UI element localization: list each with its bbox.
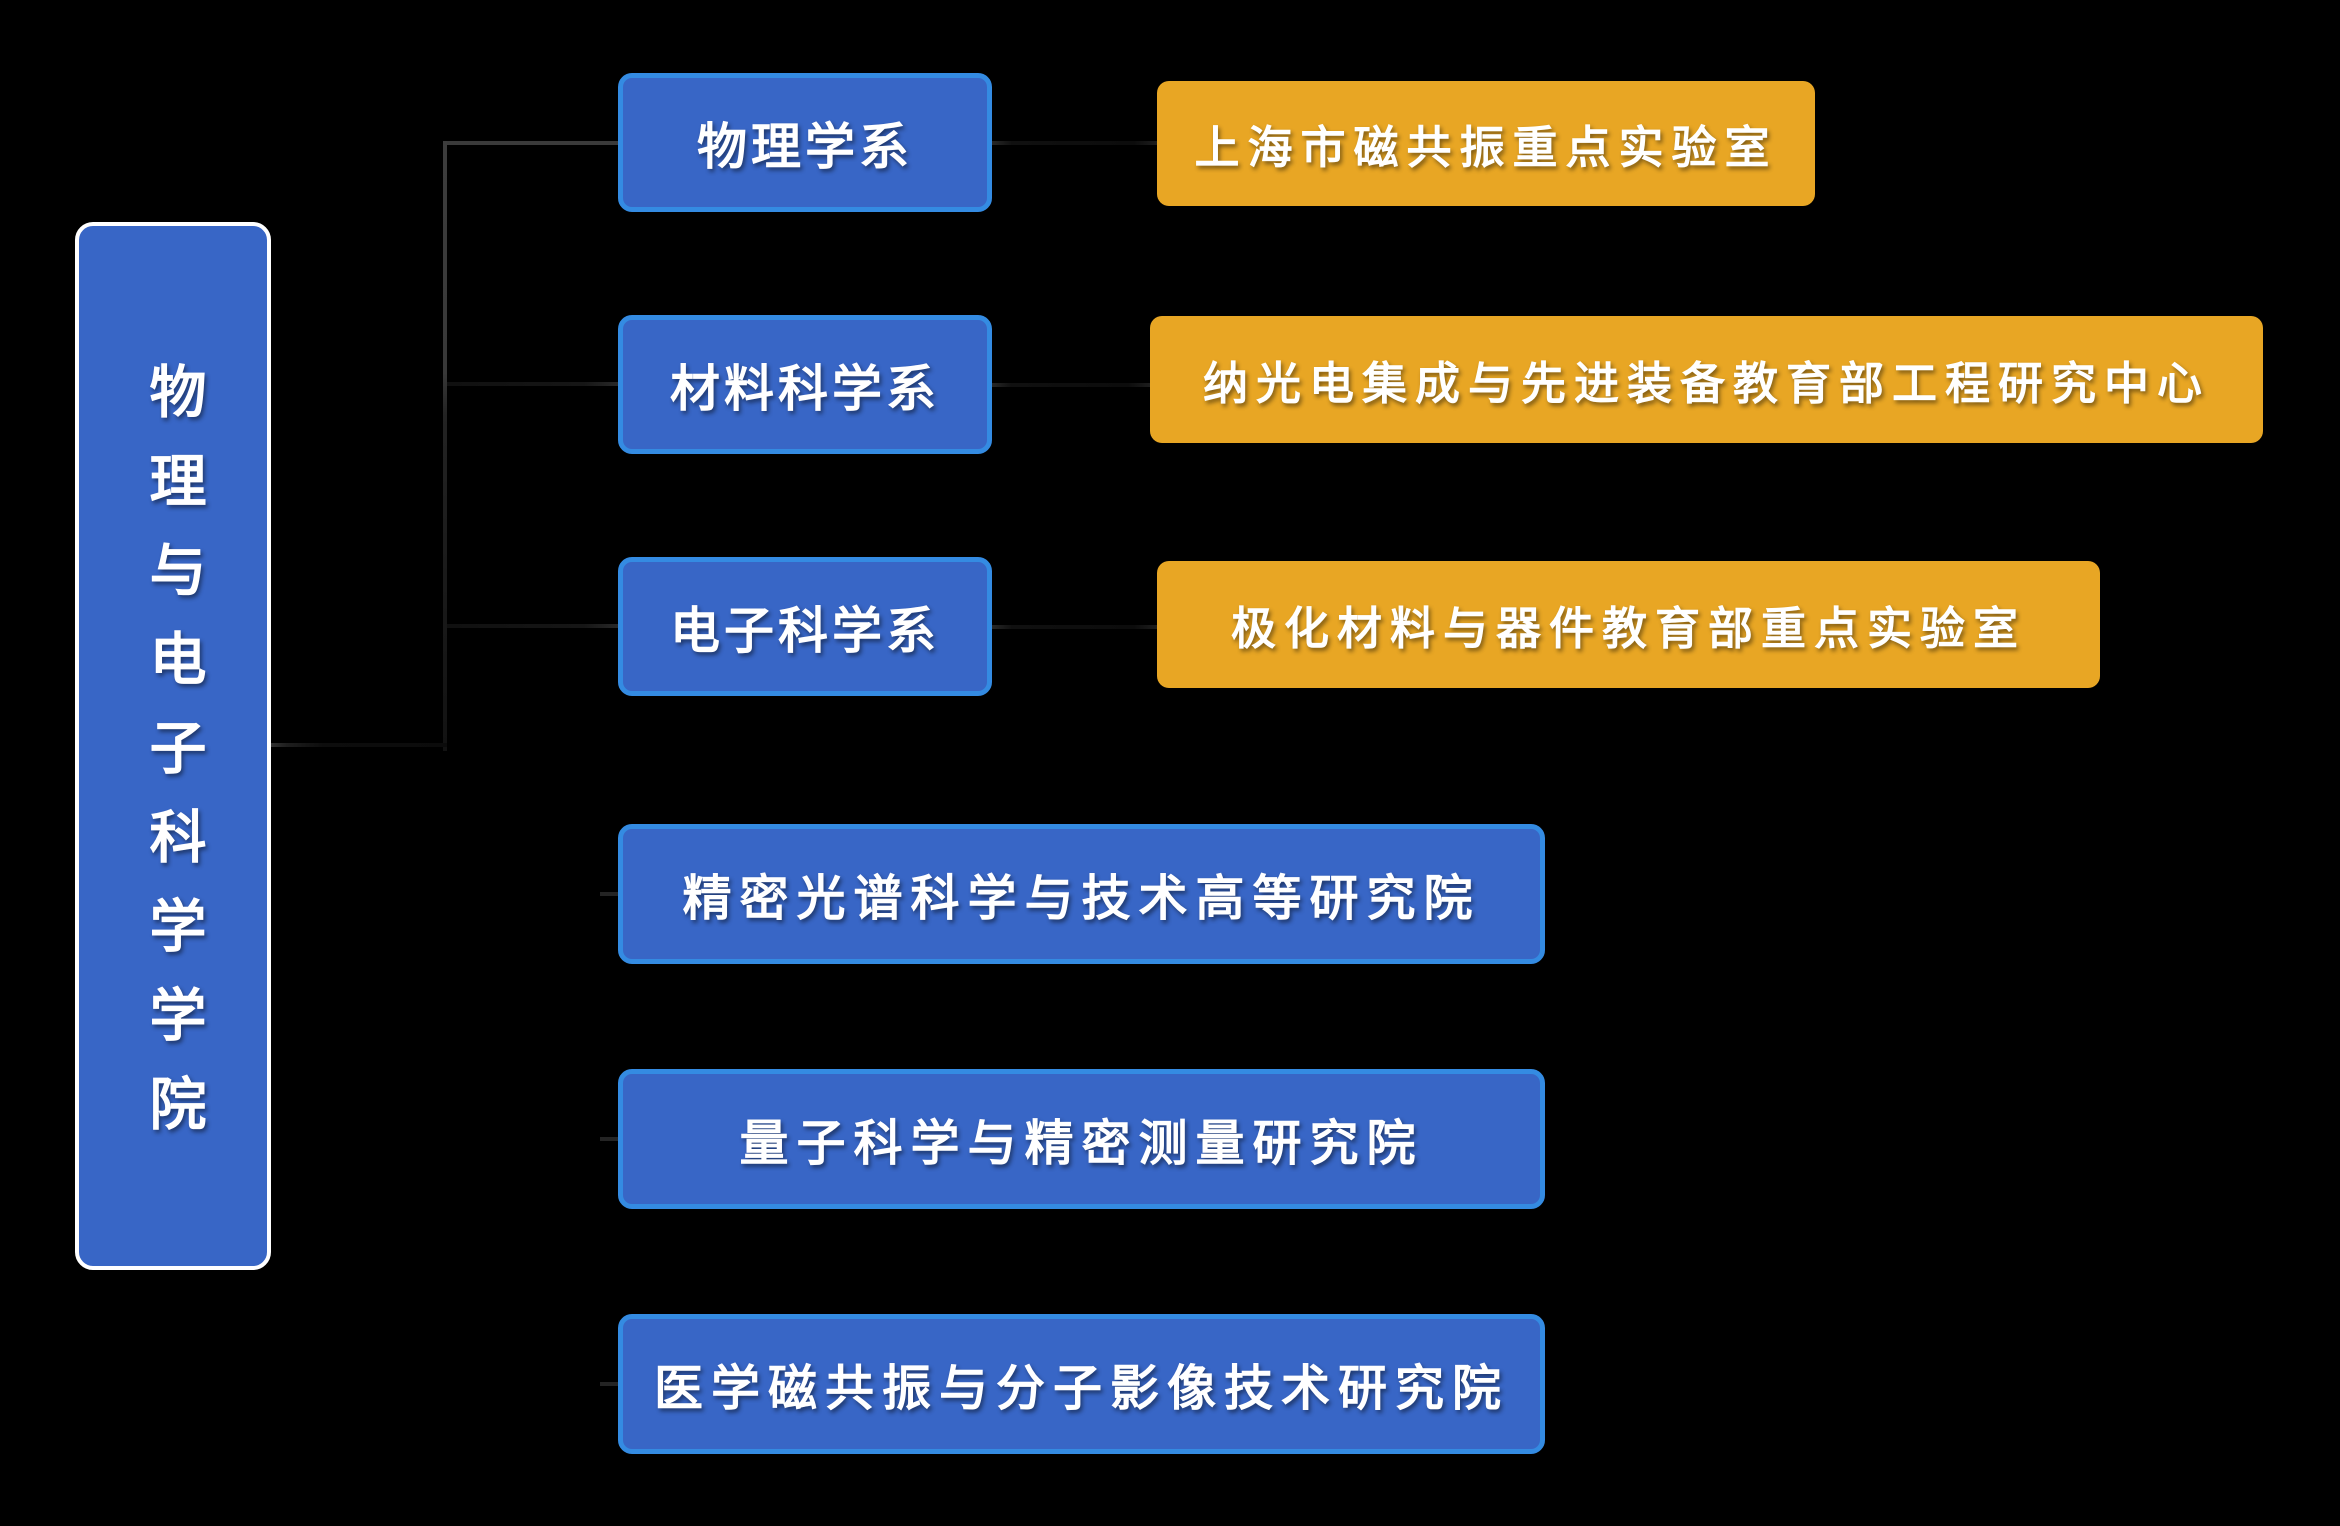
dept-node-electronics: 电子科学系 [618, 557, 992, 696]
dept-node-materials-label: 材料科学系 [670, 360, 940, 417]
connector-line-to-electronics [447, 624, 618, 628]
dept-node-materials: 材料科学系 [618, 315, 992, 454]
connector-line-materials-to-lab [992, 383, 1150, 387]
institute-node-precision-spectroscopy: 精密光谱科学与技术高等研究院 [618, 824, 1545, 964]
connector-nub-institute-2 [600, 1137, 618, 1141]
connector-line-to-materials [447, 382, 618, 386]
root-node-college: 物理与电子科学学院 [75, 222, 271, 1270]
institute-node-medical-mri-imaging: 医学磁共振与分子影像技术研究院 [618, 1314, 1545, 1454]
connector-line-root-to-physics-horizontal [443, 141, 620, 145]
institute-node-precision-spectroscopy-label: 精密光谱科学与技术高等研究院 [682, 871, 1481, 926]
institute-node-quantum-measurement: 量子科学与精密测量研究院 [618, 1069, 1545, 1209]
dept-node-electronics-label: 电子科学系 [670, 602, 940, 659]
lab-node-nano-optoelectronics: 纳光电集成与先进装备教育部工程研究中心 [1150, 316, 2263, 443]
connector-line-vertical-trunk [443, 141, 447, 751]
connector-line-electronics-to-lab [992, 625, 1157, 629]
connector-line-physics-to-lab [992, 141, 1157, 145]
connector-line-root-horizontal [269, 743, 447, 747]
lab-node-nano-optoelectronics-label: 纳光电集成与先进装备教育部工程研究中心 [1202, 358, 2210, 409]
connector-nub-institute-1 [600, 892, 618, 896]
root-node-label: 物理与电子科学学院 [141, 361, 205, 1163]
lab-node-shanghai-mri: 上海市磁共振重点实验室 [1157, 81, 1815, 206]
lab-node-polar-materials-label: 极化材料与器件教育部重点实验室 [1230, 603, 2026, 654]
institute-node-quantum-measurement-label: 量子科学与精密测量研究院 [739, 1116, 1424, 1171]
dept-node-physics: 物理学系 [618, 73, 992, 212]
dept-node-physics-label: 物理学系 [697, 118, 913, 175]
lab-node-polar-materials: 极化材料与器件教育部重点实验室 [1157, 561, 2100, 688]
institute-node-medical-mri-imaging-label: 医学磁共振与分子影像技术研究院 [653, 1361, 1509, 1416]
connector-nub-institute-3 [600, 1382, 618, 1386]
lab-node-shanghai-mri-label: 上海市磁共振重点实验室 [1194, 122, 1778, 173]
